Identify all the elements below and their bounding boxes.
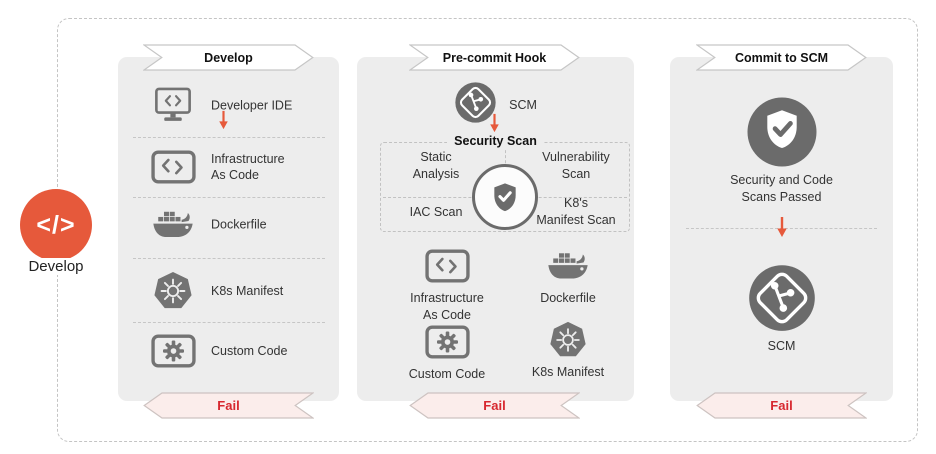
stage-banner-develop: Develop	[143, 44, 314, 71]
stage-banner-commit-to-scm: Commit to SCM	[696, 44, 867, 71]
item-label: K8s Manifest	[211, 283, 284, 298]
scm-label: SCM	[509, 97, 537, 112]
fail-banner-label: Fail	[483, 398, 506, 413]
item-label: Dockerfile	[211, 217, 267, 232]
shield-check-icon	[472, 164, 538, 230]
scm-label: SCM	[767, 339, 796, 353]
artifact-dockerfile: Dockerfile	[503, 247, 633, 307]
stage-banner-label: Develop	[204, 50, 253, 65]
list-item-k8s-manifest: K8s Manifest	[149, 271, 283, 311]
gear-box-icon	[149, 334, 197, 368]
list-item-dockerfile: Dockerfile	[149, 208, 267, 243]
artifact-iac: Infrastructure As Code	[382, 247, 512, 323]
scans-passed-label: Security and Code Scans Passed	[730, 173, 833, 204]
artifact-label: Infrastructure As Code	[410, 291, 484, 322]
docker-icon	[149, 208, 197, 243]
monitor-code-icon	[149, 87, 197, 126]
divider	[133, 322, 325, 323]
quadrant-static-analysis: Static Analysis	[412, 150, 460, 181]
fail-banner: Fail	[143, 392, 314, 419]
shield-check-icon	[746, 96, 818, 173]
list-item-iac: Infrastructure As Code	[149, 150, 285, 184]
artifact-label: K8s Manifest	[531, 365, 605, 379]
stage-banner-label: Commit to SCM	[734, 50, 829, 65]
artifact-custom-code: Custom Code	[382, 323, 512, 383]
security-scan-box: Static Analysis Vulnerability Scan IAC S…	[380, 142, 630, 232]
down-arrow-icon	[218, 110, 229, 135]
code-box-icon	[425, 247, 470, 285]
gear-box-icon	[425, 323, 470, 361]
code-icon: </>	[20, 189, 92, 261]
divider	[133, 197, 325, 198]
list-item-developer-ide: Developer IDE	[149, 87, 292, 126]
list-item-custom-code: Custom Code	[149, 334, 287, 368]
fail-banner: Fail	[696, 392, 867, 419]
down-arrow-icon	[776, 215, 788, 244]
develop-panel: Developer IDE Infrastructure As Code Doc…	[118, 57, 339, 401]
quadrant-vulnerability-scan: Vulnerability Scan	[542, 150, 610, 181]
item-label: Custom Code	[211, 343, 288, 358]
scm-node: SCM	[357, 81, 634, 129]
commit-panel: Security and Code Scans Passed SCM	[670, 57, 893, 401]
item-label: Developer IDE	[211, 98, 293, 113]
kubernetes-icon	[149, 271, 197, 311]
stage-banner-label: Pre-commit Hook	[442, 50, 547, 65]
fail-banner-label: Fail	[217, 398, 240, 413]
kubernetes-icon	[548, 321, 588, 359]
security-scan-title: Security Scan	[357, 132, 634, 150]
quadrant-iac-scan: IAC Scan	[409, 205, 463, 219]
artifact-label: Custom Code	[408, 367, 486, 381]
code-box-icon	[149, 150, 197, 184]
develop-node-label: Develop	[6, 258, 106, 275]
fail-banner-label: Fail	[770, 398, 793, 413]
docker-icon	[545, 247, 591, 285]
divider	[133, 258, 325, 259]
quadrant-k8s-manifest-scan: K8's Manifest Scan	[536, 196, 616, 227]
item-label: Infrastructure As Code	[211, 151, 285, 183]
divider	[133, 137, 325, 138]
pre-commit-panel: SCM Security Scan Static Analysis Vulner…	[357, 57, 634, 401]
stage-banner-pre-commit-hook: Pre-commit Hook	[409, 44, 580, 71]
artifact-k8s-manifest: K8s Manifest	[503, 321, 633, 381]
git-icon	[747, 263, 817, 338]
fail-banner: Fail	[409, 392, 580, 419]
artifact-label: Dockerfile	[540, 291, 596, 305]
